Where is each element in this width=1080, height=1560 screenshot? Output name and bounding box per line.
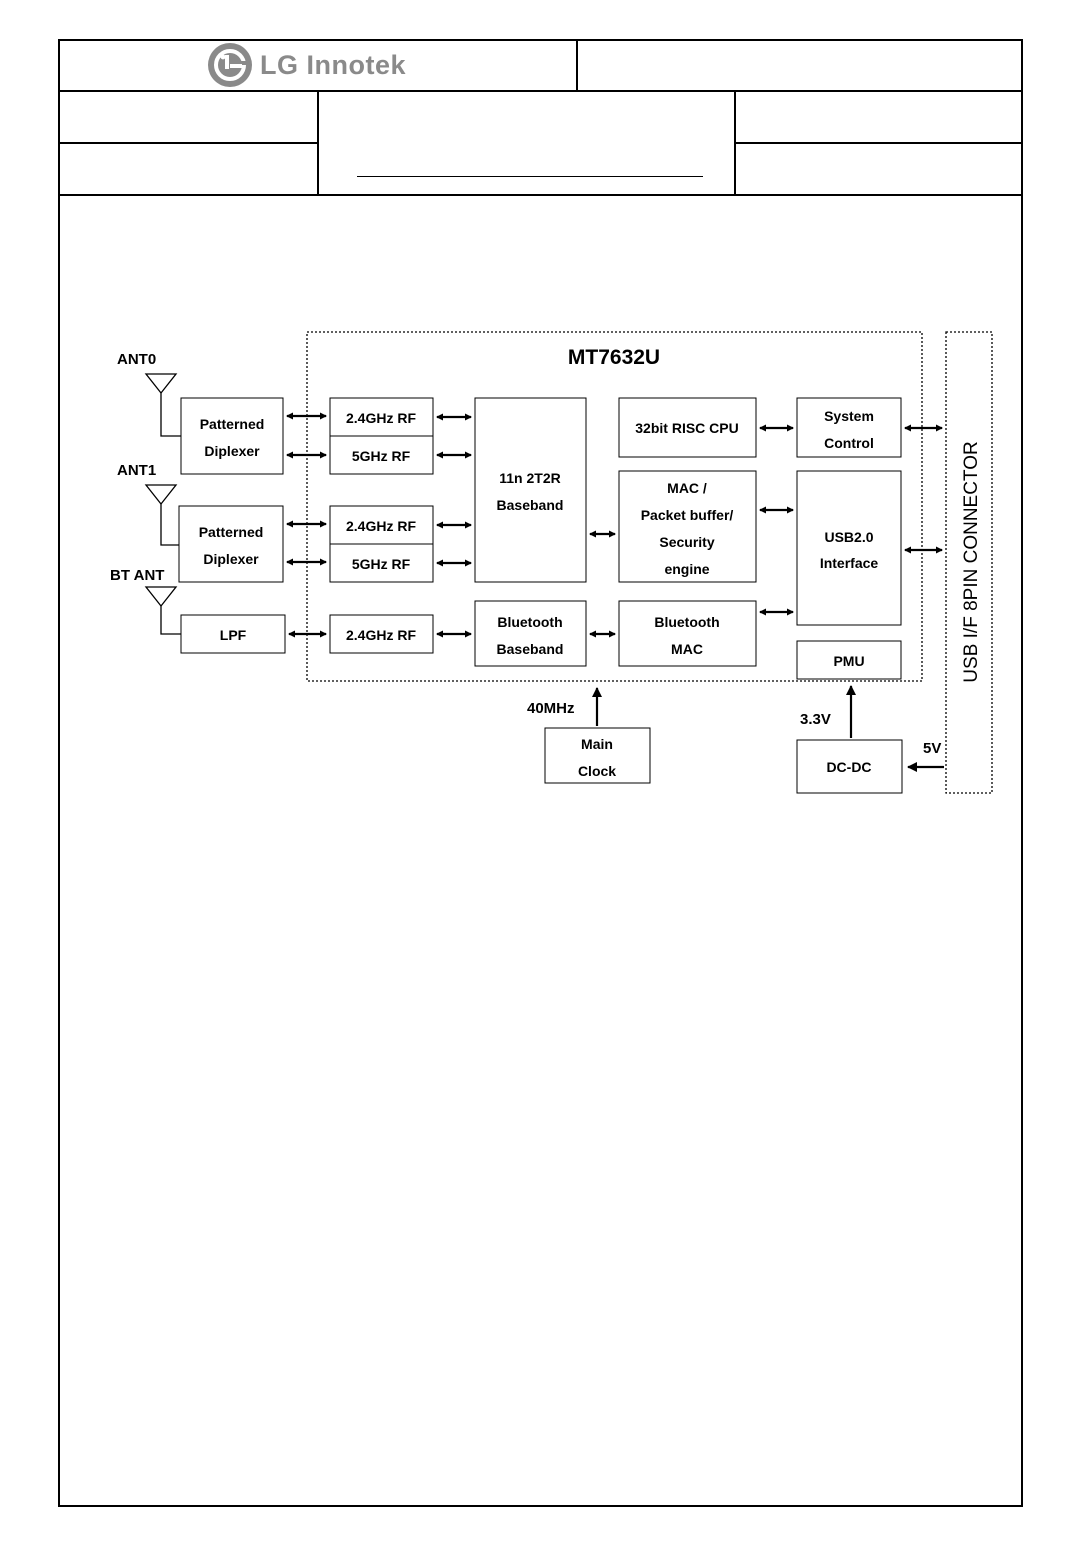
power-clock-arrows (592, 685, 944, 772)
header-bottom-divider (58, 194, 1023, 196)
antenna-label-ant0: ANT0 (117, 351, 156, 368)
block-label: 2.4GHz RF (346, 627, 416, 643)
block-label: USB2.0 (824, 529, 873, 545)
antenna-icon (144, 484, 179, 546)
frame-bottom (58, 1505, 1023, 1507)
block-label: PMU (833, 653, 864, 669)
block-label: Clock (578, 763, 616, 779)
company-name: LG Innotek (260, 49, 406, 80)
block-label: 5GHz RF (352, 448, 411, 464)
block-system-control: System Control (796, 397, 902, 458)
block-pmu: PMU (796, 640, 902, 680)
block-label: MAC / (667, 480, 707, 496)
header-row2-divider-left (58, 142, 318, 144)
signal-arrows (286, 412, 943, 638)
block-label: 11n 2T2R (499, 470, 560, 486)
block-diplexer-1: Patterned Diplexer (178, 505, 284, 583)
frame-top (58, 39, 1023, 41)
block-label: Main (581, 736, 613, 752)
block-label: Control (824, 435, 874, 451)
block-label: Patterned (200, 416, 265, 432)
block-rf-5g-0: 5GHz RF (329, 435, 434, 475)
block-label: MAC (671, 641, 703, 657)
block-bt-mac: Bluetooth MAC (618, 600, 757, 667)
block-label: Diplexer (203, 551, 259, 567)
clock-frequency-label: 40MHz (527, 700, 575, 717)
block-label: LPF (220, 627, 247, 643)
block-label: Baseband (497, 641, 564, 657)
block-main-clock: Main Clock (544, 727, 651, 784)
block-rf-2g4-0: 2.4GHz RF (329, 397, 434, 437)
header-col-divider-left (317, 90, 319, 196)
antenna-icon (144, 373, 181, 437)
usb-connector (945, 331, 993, 794)
block-label: Security (659, 534, 714, 550)
block-rf-2g4-bt: 2.4GHz RF (329, 614, 434, 654)
company-logo: LG Innotek (208, 40, 406, 90)
block-rf-5g-1: 5GHz RF (329, 543, 434, 583)
block-label: Interface (820, 555, 879, 571)
block-diplexer-0: Patterned Diplexer (180, 397, 284, 475)
frame-right (1021, 39, 1023, 1507)
lg-logo-icon (208, 43, 252, 87)
block-label: Packet buffer/ (641, 507, 734, 523)
antenna-icon (144, 586, 181, 635)
header-col-divider-top (576, 39, 578, 92)
chip-title: MT7632U (568, 346, 660, 369)
header-row1-divider (58, 90, 1023, 92)
antenna-label-btant: BT ANT (110, 567, 164, 584)
block-label: 2.4GHz RF (346, 410, 416, 426)
block-label: Bluetooth (654, 614, 719, 630)
block-dcdc: DC-DC (796, 739, 903, 794)
block-label: Bluetooth (497, 614, 562, 630)
block-bt-baseband: Bluetooth Baseband (474, 600, 587, 667)
block-label: Diplexer (204, 443, 260, 459)
input-voltage-label: 5V (923, 740, 941, 757)
block-label: 2.4GHz RF (346, 518, 416, 534)
block-label: Baseband (497, 497, 564, 513)
block-label: 32bit RISC CPU (635, 420, 738, 436)
block-label: DC-DC (826, 759, 871, 775)
block-usb-interface: USB2.0 Interface (796, 470, 902, 626)
block-label: engine (664, 561, 709, 577)
header-row2-divider-right (735, 142, 1023, 144)
block-rf-2g4-1: 2.4GHz RF (329, 505, 434, 545)
pmu-voltage-label: 3.3V (800, 711, 831, 728)
chip-boundary (306, 331, 923, 682)
block-cpu: 32bit RISC CPU (618, 397, 757, 458)
block-lpf: LPF (180, 614, 286, 654)
block-label: Patterned (199, 524, 264, 540)
frame-left (58, 39, 60, 1507)
block-label: System (824, 408, 874, 424)
antenna-label-ant1: ANT1 (117, 462, 156, 479)
connector-label: USB I/F 8PIN CONNECTOR (961, 441, 982, 682)
block-baseband: 11n 2T2R Baseband (474, 397, 587, 583)
header-col-divider-right (734, 90, 736, 196)
block-mac: MAC / Packet buffer/ Security engine (618, 470, 757, 583)
block-label: 5GHz RF (352, 556, 411, 572)
header-title-underline (357, 176, 703, 177)
